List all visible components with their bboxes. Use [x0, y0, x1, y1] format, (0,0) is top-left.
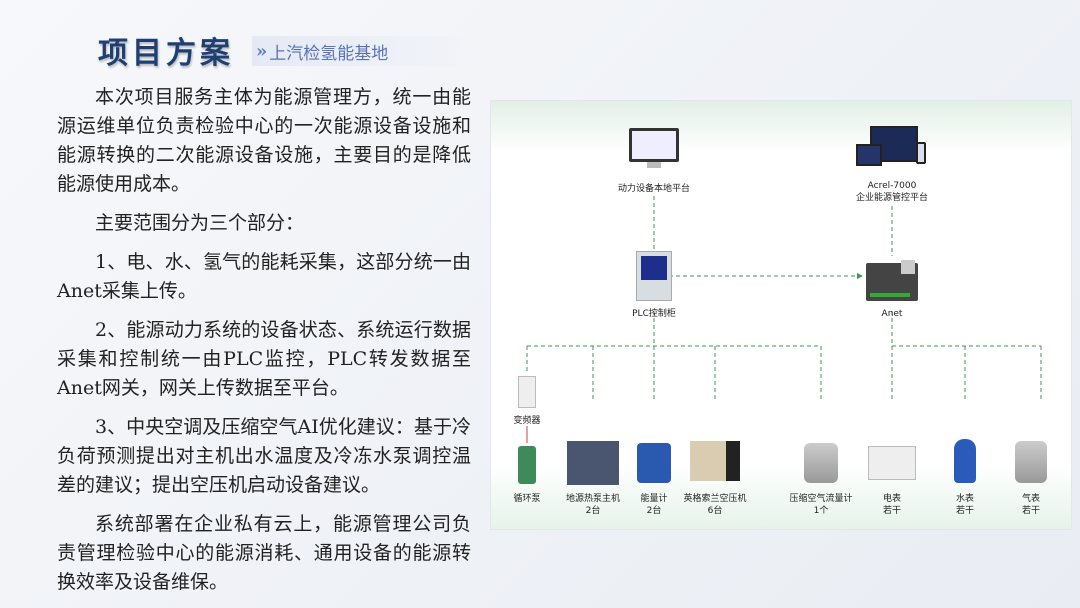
inverter-label: 变频器	[513, 416, 541, 426]
body-text: 本次项目服务主体为能源管理方，统一由能源运维单位负责检验中心的一次能源设备设施和…	[57, 83, 471, 607]
paragraph: 3、中央空调及压缩空气AI优化建议：基于冷负荷预测提出对主机出水温度及冷冻水泵调…	[57, 416, 471, 496]
inverter-icon	[518, 376, 536, 408]
acrel-name: Acrel-7000	[867, 181, 917, 191]
electric-meter-icon	[868, 446, 916, 480]
local-platform-label: 动力设备本地平台	[617, 184, 691, 194]
paragraph: 本次项目服务主体为能源管理方，统一由能源运维单位负责检验中心的一次能源设备设施和…	[57, 86, 471, 195]
device-label: 水表若干	[955, 494, 975, 516]
heat-pump-icon	[567, 441, 619, 485]
air-flowmeter-icon	[804, 443, 838, 483]
acrel-platform: 企业能源管控平台	[855, 193, 929, 203]
water-meter-icon	[954, 439, 976, 483]
energy-meter-icon	[637, 443, 671, 483]
system-diagram: 动力设备本地平台 Acrel-7000 企业能源管控平台 PLC控制柜 Anet…	[490, 100, 1072, 530]
paragraph: 1、电、水、氢气的能耗采集，这部分统一由Anet采集上传。	[57, 251, 471, 302]
paragraph: 2、能源动力系统的设备状态、系统运行数据采集和控制统一由PLC监控，PLC转发数…	[57, 319, 471, 399]
device-label: 循环泵	[513, 494, 541, 504]
multi-device-screen-icon	[856, 126, 928, 172]
device-label: 电表若干	[882, 494, 902, 516]
desktop-monitor-icon	[629, 128, 679, 172]
device-label: 气表若干	[1021, 494, 1041, 516]
subtitle: 上汽检氢能基地	[269, 43, 389, 64]
double-chevron-icon: »	[256, 40, 267, 62]
gas-meter-icon	[1015, 441, 1047, 483]
acrel-label: Acrel-7000 企业能源管控平台	[856, 180, 928, 204]
air-compressor-icon	[690, 441, 740, 481]
plc-cabinet-icon	[636, 251, 672, 301]
anet-gateway-icon	[866, 260, 918, 301]
anet-label: Anet	[881, 309, 903, 319]
paragraph: 系统部署在企业私有云上，能源管理公司负责管理检验中心的能源消耗、通用设备的能源转…	[57, 513, 471, 593]
subtitle-banner: » 上汽检氢能基地	[252, 36, 482, 66]
paragraph: 主要范围分为三个部分：	[95, 212, 305, 234]
plc-label: PLC控制柜	[632, 309, 676, 319]
page-title: 项目方案	[98, 36, 234, 71]
pump-icon	[518, 446, 536, 484]
